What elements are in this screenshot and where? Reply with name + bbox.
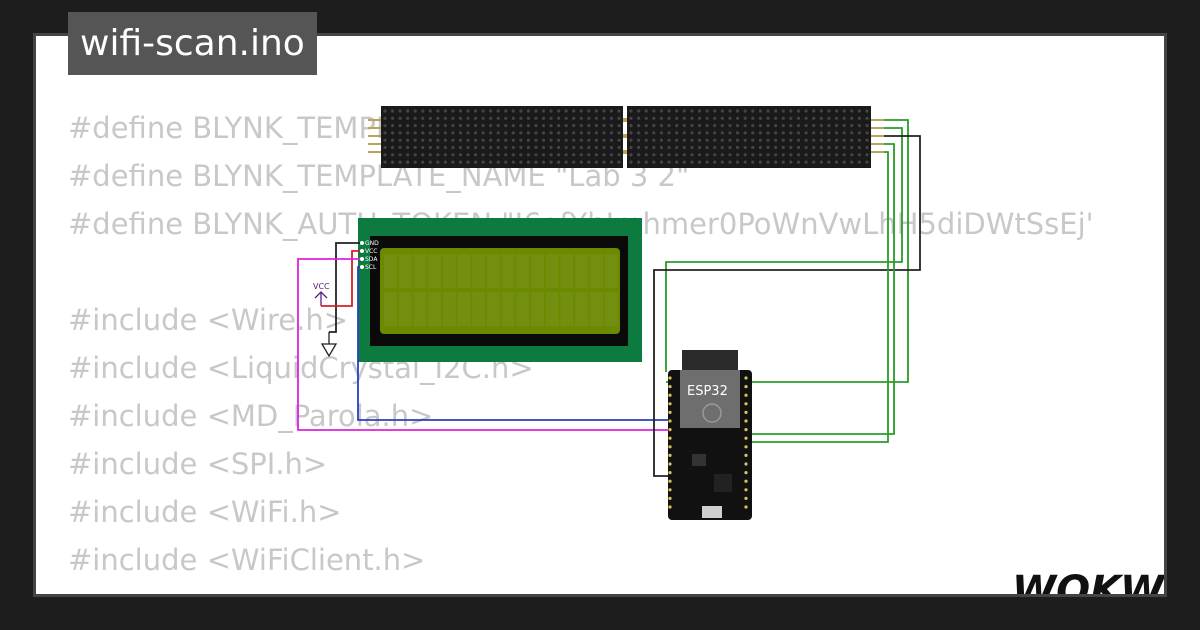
esp32-board[interactable]: ESP32 [668, 350, 752, 520]
code-line: #include <SPI.h> [68, 447, 328, 481]
code-line: #include <WiFi.h> [68, 495, 342, 529]
led-matrix-module-left[interactable] [381, 106, 623, 168]
lcd-pin-scl: SCL [365, 264, 377, 271]
ground-symbol[interactable] [320, 332, 338, 358]
wokwi-logo: WOKWI [1012, 568, 1164, 594]
matrix-input-pins [368, 118, 884, 154]
code-line: #include <MD_Parola.h> [68, 399, 434, 433]
lcd-pin-labels: GND VCC SDA SCL [360, 240, 379, 271]
circuit-diagram: GND VCC SDA SCL VCC [297, 106, 921, 520]
lcd-pin-vcc: VCC [365, 248, 377, 255]
vcc-label: VCC [313, 282, 330, 291]
code-line: #include <BlynkSimpleEsp32.h> [68, 584, 1094, 594]
brand-wordmark: WOKWI [1012, 568, 1164, 594]
page-title: wifi-scan.ino [68, 12, 317, 75]
code-line: #include <WiFiClient.h> [68, 543, 426, 577]
wires [297, 119, 921, 477]
code-line: #include <Wire.h> [68, 303, 349, 337]
preview-card: #define BLYNK_TEMPLATE_ID "TMPL6..."#def… [36, 36, 1164, 594]
esp32-chip-label: ESP32 [687, 384, 728, 399]
lcd-pin-sda: SDA [365, 256, 378, 263]
lcd-module[interactable] [358, 218, 642, 362]
led-matrix-module-right[interactable] [627, 106, 871, 168]
lcd-pin-gnd: GND [365, 240, 379, 247]
code-line: #define BLYNK_TEMPLATE_NAME "Lab 3 2" [68, 159, 690, 193]
vcc-symbol[interactable]: VCC [313, 282, 330, 306]
